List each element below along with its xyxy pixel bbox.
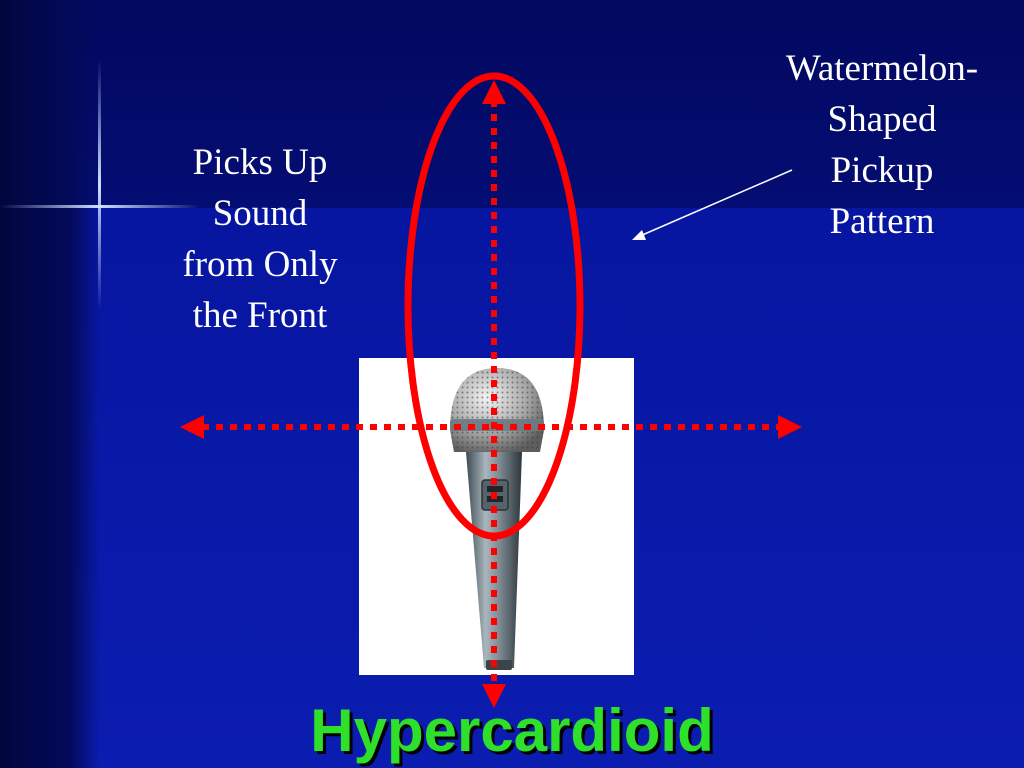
front-pickup-label-line: the Front <box>192 295 328 336</box>
pickup-pattern-ellipse <box>404 72 584 540</box>
callout-pointer-arrow <box>632 169 793 240</box>
sparkle-horizontal-decoration <box>0 205 200 208</box>
horizontal-axis-arrow <box>180 415 802 439</box>
arrow-up-icon <box>482 80 506 104</box>
front-pickup-label-line: from Only <box>182 244 338 285</box>
slide-title: Hypercardioid <box>310 697 714 764</box>
front-pickup-label-line: Sound <box>212 193 308 234</box>
slide-left-band <box>0 0 100 768</box>
arrow-down-icon <box>482 684 506 708</box>
pickup-pattern-label-line: Shaped <box>827 99 937 140</box>
sparkle-vertical-decoration <box>98 60 101 310</box>
vertical-axis-arrow <box>482 80 506 708</box>
arrow-left-icon <box>180 415 204 439</box>
pickup-pattern-label-line: Pickup <box>830 150 934 191</box>
pickup-pattern-label-line: Pattern <box>829 201 935 242</box>
pickup-pattern-label: Watermelon- Shaped Pickup Pattern <box>762 43 1002 247</box>
slide-background-top <box>0 0 1024 208</box>
microphone-icon <box>450 368 544 670</box>
front-pickup-label: Picks Up Sound from Only the Front <box>150 137 370 341</box>
pickup-pattern-label-line: Watermelon- <box>785 48 979 89</box>
arrow-right-icon <box>778 415 802 439</box>
front-pickup-label-line: Picks Up <box>192 142 328 183</box>
